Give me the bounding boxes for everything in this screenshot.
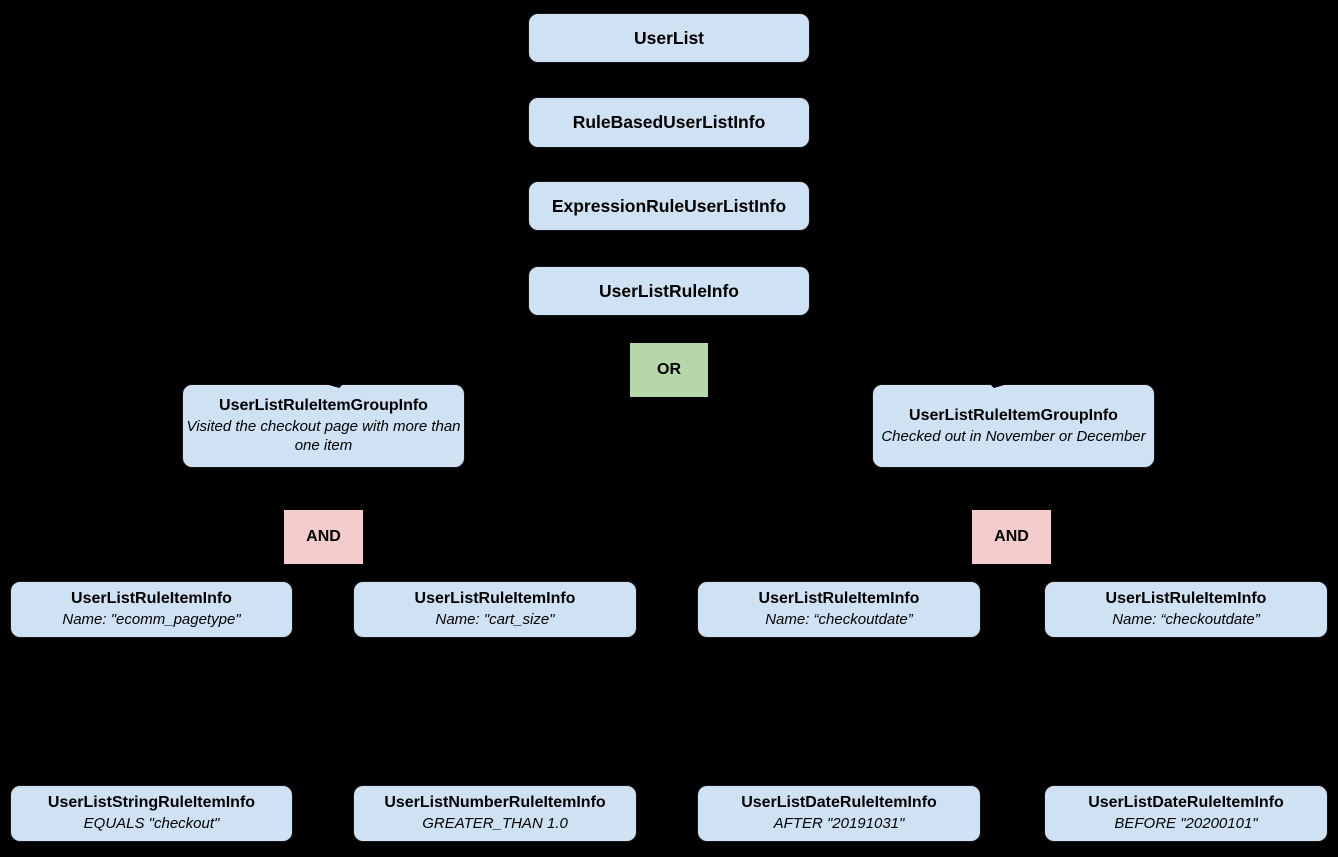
node-ruleitem-cart-size: UserListRuleItemInfo Name: "cart_size": [353, 581, 637, 638]
node-ruleitem-ecomm-pagetype: UserListRuleItemInfo Name: "ecomm_pagety…: [10, 581, 293, 638]
node-description: Checked out in November or December: [881, 427, 1146, 445]
node-expressionruleuserlistinfo: ExpressionRuleUserListInfo: [528, 181, 810, 231]
node-label: UserListRuleInfo: [598, 280, 740, 301]
and-label: AND: [994, 528, 1029, 545]
node-description: Name: "cart_size": [435, 611, 555, 629]
node-dateruleitem-before: UserListDateRuleItemInfo BEFORE "2020010…: [1044, 785, 1328, 842]
node-userlistruleinfo: UserListRuleInfo: [528, 266, 810, 316]
or-operator-node: OR: [630, 343, 708, 397]
or-label: OR: [657, 361, 681, 378]
node-title: UserListRuleItemGroupInfo: [219, 397, 428, 415]
node-userlist: UserList: [528, 13, 810, 63]
node-stringruleitem: UserListStringRuleItemInfo EQUALS "check…: [10, 785, 293, 842]
node-description: BEFORE "20200101": [1114, 815, 1258, 833]
node-description: GREATER_THAN 1.0: [422, 815, 568, 833]
node-title: UserListRuleItemInfo: [758, 590, 920, 608]
node-numberruleitem: UserListNumberRuleItemInfo GREATER_THAN …: [353, 785, 637, 842]
node-description: Name: "ecomm_pagetype": [62, 611, 241, 629]
node-label: ExpressionRuleUserListInfo: [551, 195, 787, 216]
arrowhead-icon: [326, 377, 350, 388]
node-title: UserListRuleItemInfo: [414, 590, 576, 608]
node-description: EQUALS "checkout": [83, 815, 220, 833]
node-title: UserListRuleItemInfo: [1105, 590, 1267, 608]
node-rulebaseduserlistinfo: RuleBasedUserListInfo: [528, 97, 810, 148]
and-operator-node-right: AND: [972, 510, 1051, 564]
node-label: RuleBasedUserListInfo: [572, 112, 766, 133]
node-description: Name: “checkoutdate”: [765, 611, 913, 629]
node-title: UserListStringRuleItemInfo: [47, 794, 256, 812]
node-ruleitem-checkoutdate-1: UserListRuleItemInfo Name: “checkoutdate…: [697, 581, 981, 638]
node-title: UserListDateRuleItemInfo: [741, 794, 937, 812]
node-label: UserList: [633, 27, 705, 48]
node-description: Name: “checkoutdate”: [1112, 611, 1260, 629]
node-title: UserListRuleItemInfo: [71, 590, 232, 608]
and-operator-node-left: AND: [284, 510, 363, 564]
node-dateruleitem-after: UserListDateRuleItemInfo AFTER "20191031…: [697, 785, 981, 842]
node-description: Visited the checkout page with more than…: [186, 417, 461, 455]
node-ruleitemgroup-left: UserListRuleItemGroupInfo Visited the ch…: [182, 384, 465, 468]
node-title: UserListDateRuleItemInfo: [1088, 794, 1284, 812]
arrowhead-icon: [983, 377, 1007, 388]
node-title: UserListNumberRuleItemInfo: [384, 794, 606, 812]
node-ruleitemgroup-right: UserListRuleItemGroupInfo Checked out in…: [872, 384, 1155, 468]
node-title: UserListRuleItemGroupInfo: [909, 406, 1118, 424]
node-description: AFTER "20191031": [773, 815, 905, 833]
and-label: AND: [306, 528, 341, 545]
node-ruleitem-checkoutdate-2: UserListRuleItemInfo Name: “checkoutdate…: [1044, 581, 1328, 638]
